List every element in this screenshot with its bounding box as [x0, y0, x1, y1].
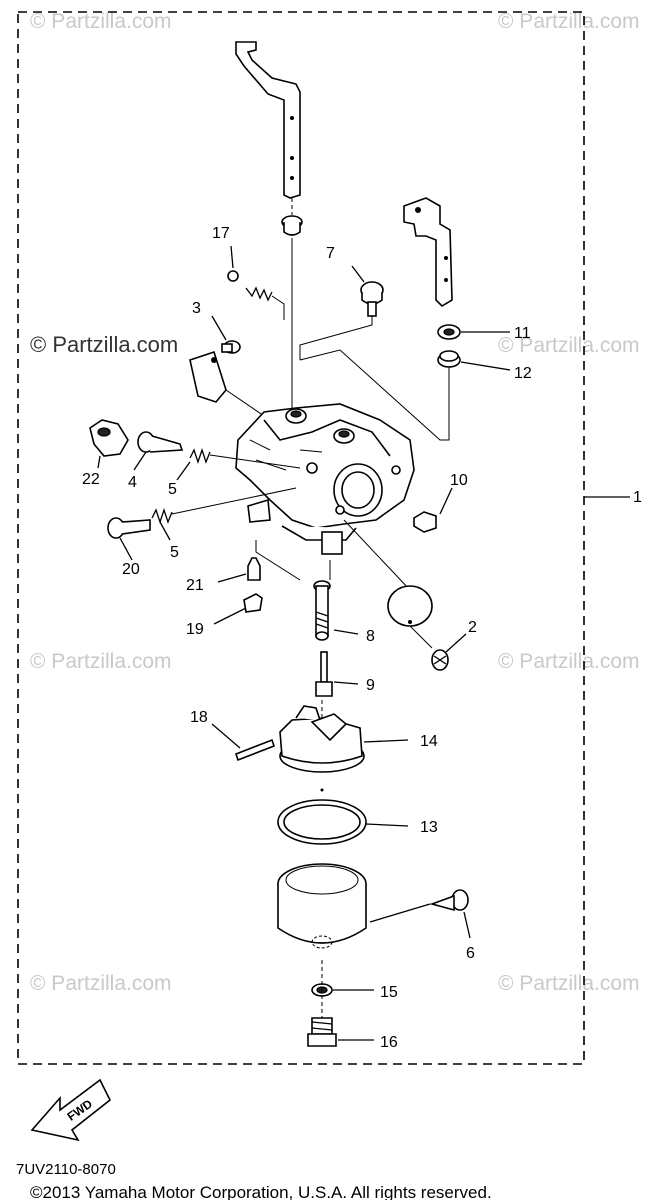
callout-14: 14 [420, 733, 438, 750]
screw-7 [360, 281, 384, 317]
callouts: 2 3 4 5 5 6 7 8 9 10 11 12 13 14 15 16 1… [82, 225, 532, 1051]
screw-10 [413, 511, 437, 533]
callout-7: 7 [326, 245, 335, 262]
cover-plate [189, 350, 227, 403]
callout-3: 3 [192, 300, 201, 317]
spring-17 [245, 286, 273, 302]
screw-20 [107, 517, 151, 539]
watermark: © Partzilla.com [498, 10, 640, 33]
callout-19: 19 [186, 621, 204, 638]
spring-5-lower [151, 507, 173, 525]
carburetor-body [235, 403, 415, 555]
seal-12 [437, 350, 461, 368]
main-jet-9 [315, 651, 333, 697]
main-nozzle-8 [313, 580, 331, 641]
throttle-disk [387, 585, 433, 627]
screw-2 [431, 649, 449, 671]
callout-21: 21 [186, 577, 204, 594]
needle-valve-21 [247, 557, 261, 581]
clip-19 [243, 593, 263, 613]
callout-8: 8 [366, 628, 375, 645]
callout-15: 15 [380, 984, 398, 1001]
callout-12: 12 [514, 365, 532, 382]
screw-3 [221, 340, 241, 354]
screw-4 [137, 431, 184, 453]
spring-5-upper [189, 447, 211, 465]
callout-17: 17 [212, 225, 230, 242]
watermark: © Partzilla.com [498, 972, 640, 995]
callout-18: 18 [190, 709, 208, 726]
copyright: ©2013 Yamaha Motor Corporation, U.S.A. A… [30, 1183, 492, 1200]
watermark: © Partzilla.com [498, 650, 640, 673]
callout-4: 4 [128, 474, 137, 491]
callout-22: 22 [82, 471, 100, 488]
diagram-code: 7UV2110-8070 [16, 1161, 116, 1178]
callout-6: 6 [466, 945, 475, 962]
throttle-bushing [281, 215, 303, 236]
watermarks: © Partzilla.com © Partzilla.com © Partzi… [30, 10, 640, 995]
callout-5a: 5 [168, 481, 177, 498]
callout-2: 2 [468, 619, 477, 636]
throttle-lever [235, 41, 301, 199]
gasket-13 [277, 799, 367, 845]
choke-lever [403, 197, 453, 308]
check-ball-17 [227, 270, 239, 282]
float-bowl [277, 863, 367, 949]
assembly-callout: 1 [633, 489, 642, 506]
callout-13: 13 [420, 819, 438, 836]
callout-11: 11 [514, 325, 531, 342]
float-14 [279, 705, 365, 773]
callout-9: 9 [366, 677, 375, 694]
callout-10: 10 [450, 472, 468, 489]
drain-bolt-16 [307, 1017, 337, 1047]
screw-6 [429, 889, 469, 912]
part-22 [89, 419, 129, 457]
callout-20: 20 [122, 561, 140, 578]
watermark: © Partzilla.com [30, 10, 172, 33]
watermark: © Partzilla.com [30, 972, 172, 995]
callout-16: 16 [380, 1034, 398, 1051]
float-pin-18 [235, 738, 275, 762]
fwd-arrow-icon: FWD [30, 1078, 112, 1142]
watermark: © Partzilla.com [30, 650, 172, 673]
watermark-prominent: © Partzilla.com [30, 332, 178, 357]
callout-5b: 5 [170, 544, 179, 561]
watermark: © Partzilla.com [498, 334, 640, 357]
seal-11 [437, 324, 461, 340]
